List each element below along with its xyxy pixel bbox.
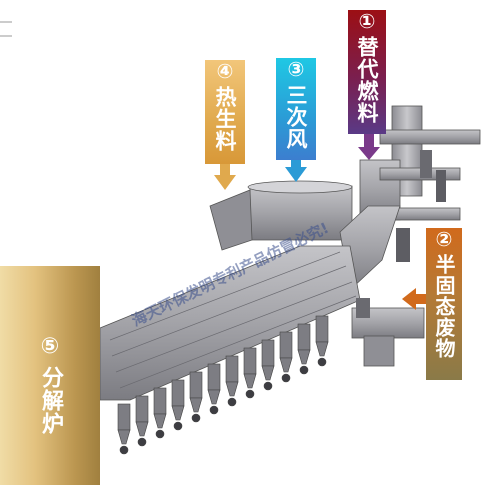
inlet-chute <box>209 180 353 251</box>
callout-text: 热生料 <box>213 86 237 152</box>
callout-text: 半固态废物 <box>432 254 456 359</box>
callout-number: ③ <box>287 57 305 81</box>
callout-text: 分解炉 <box>38 366 63 435</box>
arrow-waste <box>402 288 426 310</box>
callout-semi-solid-waste: ② 半固态废物 <box>426 228 462 380</box>
callout-alternative-fuel: ① 替代燃料 <box>348 10 386 134</box>
callout-tertiary-air: ③ 三次风 <box>276 58 316 160</box>
waste-feeder <box>351 298 425 367</box>
arrow-meal <box>214 164 236 190</box>
callout-number: ④ <box>216 59 234 83</box>
callout-number: ⑤ <box>40 334 60 359</box>
callout-calciner: ⑤ 分解炉 <box>0 266 100 485</box>
callout-number: ① <box>358 9 376 33</box>
grate-lines <box>109 251 357 389</box>
callout-number: ② <box>435 227 453 251</box>
callout-text: 三次风 <box>284 84 308 150</box>
fuel-duct <box>359 105 481 262</box>
callout-text: 替代燃料 <box>355 36 379 124</box>
callout-hot-meal: ④ 热生料 <box>205 60 245 164</box>
hopper-row <box>117 315 329 455</box>
arrow-fuel <box>358 134 380 160</box>
arrow-wind <box>285 160 307 182</box>
